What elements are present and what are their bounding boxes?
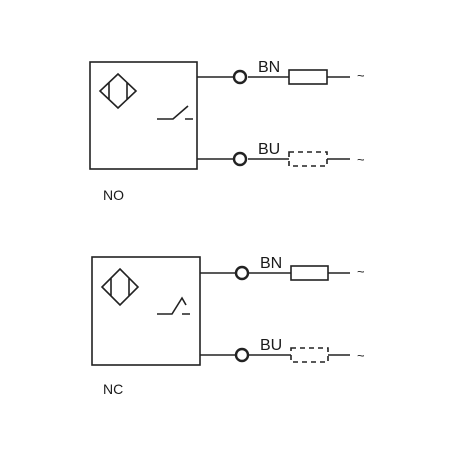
- optional-resistor: [290, 347, 329, 363]
- output-type-label: NC: [103, 381, 123, 397]
- wire-label-bu: BU: [260, 337, 282, 354]
- terminal-bn: [234, 265, 250, 281]
- sensor-body: [91, 256, 201, 366]
- terminal-bu: [234, 347, 250, 363]
- optional-resistor: [288, 151, 328, 167]
- resistor: [290, 265, 329, 281]
- output-type-label: NO: [103, 187, 124, 203]
- sensor-diagram-no: [89, 61, 350, 170]
- ac-symbol: ~: [357, 68, 365, 83]
- normally-closed-switch-icon: [157, 296, 190, 315]
- resistor: [288, 69, 328, 85]
- normally-open-switch-icon: [157, 105, 193, 120]
- sensor-body: [89, 61, 198, 170]
- ac-symbol: ~: [357, 264, 365, 279]
- ac-symbol: ~: [357, 152, 365, 167]
- inductive-sensor-icon: [100, 267, 140, 307]
- terminal-bu: [232, 151, 248, 167]
- ac-symbol: ~: [357, 348, 365, 363]
- sensor-diagram-nc: [91, 256, 350, 366]
- wire-label-bu: BU: [258, 141, 280, 158]
- terminal-bn: [232, 69, 248, 85]
- inductive-sensor-icon: [98, 72, 138, 110]
- wire-label-bn: BN: [260, 255, 282, 272]
- wire-label-bn: BN: [258, 59, 280, 76]
